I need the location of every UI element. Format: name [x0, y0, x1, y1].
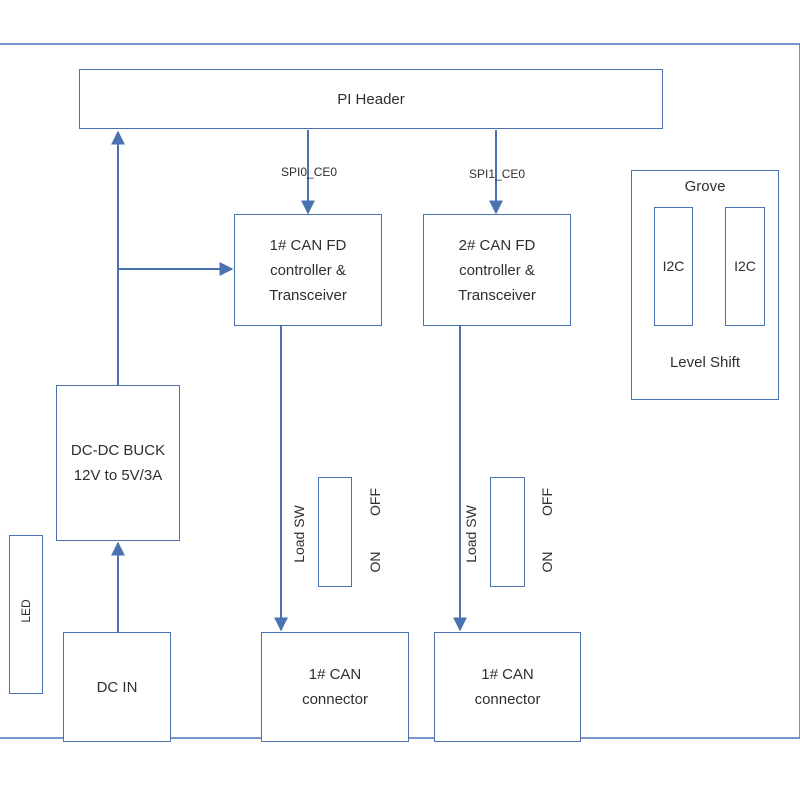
can-controller-2-line-3: Transceiver — [458, 286, 536, 304]
can-connector-1-line-2: connector — [302, 691, 368, 708]
load-switch-2-label: Load SW — [463, 505, 479, 563]
grove-i2c-port-1: I2C — [654, 207, 693, 326]
can-controller-2-box: 2# CAN FD controller & Transceiver — [423, 214, 571, 326]
load-switch-1-box — [318, 477, 352, 587]
can-controller-1-box: 1# CAN FD controller & Transceiver — [234, 214, 382, 326]
can-connector-2-box: 1# CAN connector — [434, 632, 581, 742]
dc-in-box: DC IN — [63, 632, 171, 742]
grove-i2c-port-2-label: I2C — [734, 258, 756, 274]
buck-line-1: DC-DC BUCK — [70, 442, 166, 459]
load-switch-2-off-label: OFF — [539, 488, 555, 516]
dc-dc-buck-box: DC-DC BUCK 12V to 5V/3A — [56, 385, 180, 541]
spi0-label: SPI0_CE0 — [281, 165, 338, 179]
can-controller-2-line-2: controller & — [459, 261, 535, 279]
grove-level-shift-label: Level Shift — [669, 354, 741, 371]
grove-i2c-port-2: I2C — [725, 207, 765, 326]
load-switch-2-box — [490, 477, 525, 587]
load-switch-2-on-label: ON — [539, 551, 555, 573]
pi-header-label: PI Header — [337, 90, 405, 108]
grove-title: Grove — [684, 178, 726, 195]
can-controller-1-line-1: 1# CAN FD — [269, 236, 347, 254]
can-controller-2-line-1: 2# CAN FD — [458, 236, 536, 254]
can-connector-1-box: 1# CAN connector — [261, 632, 409, 742]
grove-i2c-port-1-label: I2C — [662, 258, 685, 274]
can-connector-2-line-1: 1# CAN — [481, 666, 534, 683]
buck-line-2: 12V to 5V/3A — [73, 467, 163, 484]
load-switch-1-label: Load SW — [291, 505, 307, 563]
dc-in-label: DC IN — [96, 678, 138, 696]
can-controller-1-line-3: Transceiver — [269, 286, 347, 304]
pi-header-box: PI Header — [79, 69, 663, 129]
led-box — [9, 535, 43, 694]
spi1-label: SPI1_CE0 — [469, 167, 526, 181]
can-controller-1-line-2: controller & — [270, 261, 346, 279]
load-switch-1-on-label: ON — [367, 551, 383, 573]
load-switch-1-off-label: OFF — [367, 488, 383, 516]
can-connector-1-line-1: 1# CAN — [308, 666, 362, 683]
can-connector-2-line-2: connector — [474, 691, 541, 708]
led-label: LED — [19, 599, 33, 623]
